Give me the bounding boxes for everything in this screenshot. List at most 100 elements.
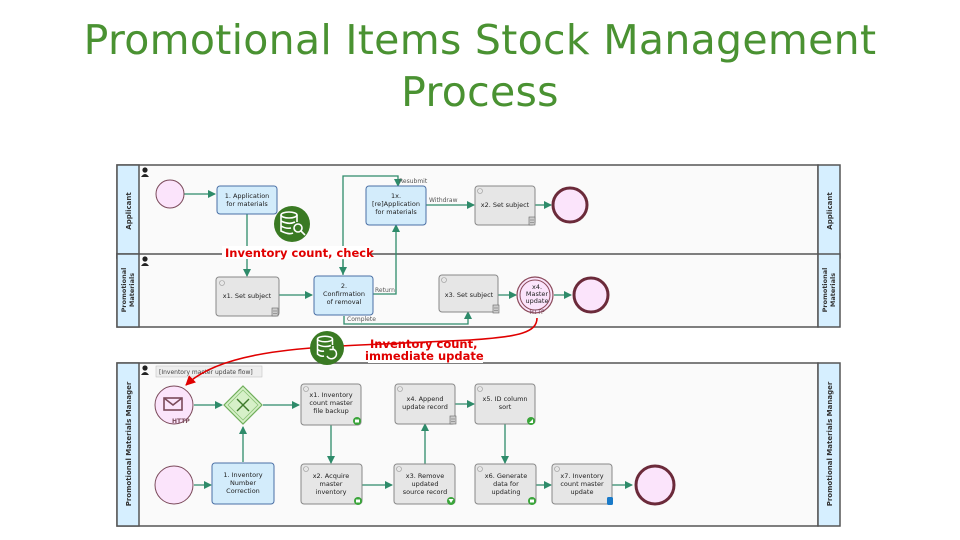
task-text: sort (499, 403, 512, 411)
exclusive-gateway[interactable] (223, 385, 263, 425)
task-set-subject-x2[interactable]: x2. Set subject (474, 185, 536, 226)
http-connector-arrow (185, 317, 538, 386)
sort-icon (527, 417, 535, 425)
database-icon (607, 497, 613, 505)
lane-label-left: PromotionalMaterials (120, 268, 136, 313)
task-text: for materials (375, 208, 417, 216)
sequence-flows (183, 175, 633, 489)
calculator-icon (528, 216, 536, 226)
gear-icon (477, 188, 483, 194)
end-event[interactable] (634, 464, 676, 506)
task-text: update (571, 488, 594, 496)
envelope-icon (163, 397, 183, 411)
database-search-badge (274, 206, 310, 242)
flow-label-withdraw: Withdraw (429, 197, 458, 204)
task-inventory-number-correction[interactable]: 1. Inventory Number Correction (211, 462, 275, 505)
task-set-subject-x1[interactable]: x1. Set subject (215, 276, 280, 317)
gear-icon (219, 280, 225, 286)
task-text: Confirmation (323, 290, 365, 298)
task-text: x7. Inventory (560, 472, 603, 480)
person-icon (141, 167, 149, 177)
lane-header-left (116, 253, 140, 328)
flow-label-return: Return (375, 287, 395, 294)
end-event[interactable] (551, 186, 589, 224)
start-event[interactable] (154, 465, 194, 505)
file-icon (354, 497, 362, 505)
task-text: of removal (327, 298, 362, 306)
lane-label-left: Promotional Materials Manager (125, 381, 133, 506)
title-line-1: Promotional Items Stock Management (83, 16, 877, 64)
task-text: updating (492, 488, 521, 496)
task-text: source record (403, 488, 447, 496)
task-text: count master (309, 399, 353, 407)
gear-icon (397, 386, 403, 392)
task-append-update-record[interactable]: x4. Append update record (394, 383, 457, 425)
task-text: x5. ID column (482, 395, 527, 403)
flow-resubmit[interactable] (342, 175, 402, 275)
task-text: inventory (316, 488, 347, 496)
lane-header-right (817, 253, 841, 328)
task-id-column-sort[interactable]: x5. ID column sort (474, 383, 536, 425)
task-text: 2. (341, 282, 347, 290)
task-generate-data-for-updating[interactable]: x6. Generate data for updating (474, 463, 537, 505)
lane-header-right (817, 362, 841, 527)
file-icon (353, 417, 361, 425)
subflow-label-box (155, 365, 263, 378)
task-text: 1x. (391, 192, 401, 200)
http-label: HTTP (529, 309, 545, 316)
database-search-icon (280, 211, 306, 236)
page-title: Promotional Items Stock Management Proce… (0, 14, 960, 118)
task-text: Correction (226, 487, 260, 495)
gear-icon (477, 386, 483, 392)
task-text: Number (230, 479, 256, 487)
annotation-inventory-check: Inventory count, check (225, 246, 374, 260)
gear-icon (303, 466, 309, 472)
task-text: count master (560, 480, 604, 488)
person-icon (141, 365, 149, 375)
task-text: x4. (532, 283, 542, 291)
task-text: for materials (226, 200, 268, 208)
task-remove-updated-source-record[interactable]: x3. Remove updated source record (393, 463, 456, 505)
calculator-icon (492, 304, 500, 314)
task-text: [re]Application (372, 200, 420, 208)
title-line-2: Process (401, 68, 559, 116)
end-event[interactable] (572, 276, 610, 314)
lane-promotional-materials-manager: Promotional Materials Manager Promotiona… (116, 362, 841, 527)
database-refresh-icon (316, 335, 338, 360)
task-inventory-count-master-file-backup[interactable]: x1. Inventory count master file backup (300, 383, 362, 426)
task-text: updated (411, 480, 438, 488)
task-inventory-count-master-update[interactable]: x7. Inventory count master update (551, 463, 613, 505)
flow-complete[interactable] (343, 311, 472, 325)
task-text: update record (402, 403, 448, 411)
annotation-inventory-update-line2: immediate update (365, 349, 484, 363)
task-text: x1. Set subject (223, 292, 272, 300)
lane-label-left: Applicant (125, 192, 133, 230)
task-acquire-master-inventory[interactable]: x2. Acquire master inventory (300, 463, 363, 505)
task-text: x4. Append (406, 395, 443, 403)
flow-return[interactable] (373, 224, 400, 295)
database-refresh-badge (310, 331, 344, 365)
task-text: 1. Application (225, 192, 270, 200)
task-application-for-materials[interactable]: 1. Application for materials (216, 185, 278, 215)
task-text: x1. Inventory (309, 391, 352, 399)
message-start-event[interactable]: HTTP (154, 385, 194, 425)
lane-header-left (116, 362, 140, 527)
annotation-bg (222, 246, 370, 259)
lane-label-right: Promotional Materials Manager (826, 381, 834, 506)
flow-label-complete: Complete (347, 316, 376, 323)
task-set-subject-x3[interactable]: x3. Set subject (438, 274, 500, 314)
task-text: x3. Set subject (445, 291, 494, 299)
task-text: 1. Inventory (223, 471, 262, 479)
task-reapplication-for-materials[interactable]: 1x. [re]Application for materials (365, 185, 427, 226)
lane-label-right: PromotionalMaterials (821, 268, 837, 313)
task-confirmation-of-removal[interactable]: 2. Confirmation of removal (313, 275, 374, 316)
flow-label-resubmit: Resubmit (399, 178, 428, 185)
http-label: HTTP (172, 418, 190, 425)
task-text: master (320, 480, 343, 488)
subflow-label: [Inventory master update flow] (159, 369, 253, 376)
start-event[interactable] (155, 179, 185, 209)
lane-label-right: Applicant (826, 192, 834, 230)
gear-icon (477, 466, 483, 472)
intermediate-event-master-update[interactable]: x4. Master update HTTP (516, 276, 554, 316)
